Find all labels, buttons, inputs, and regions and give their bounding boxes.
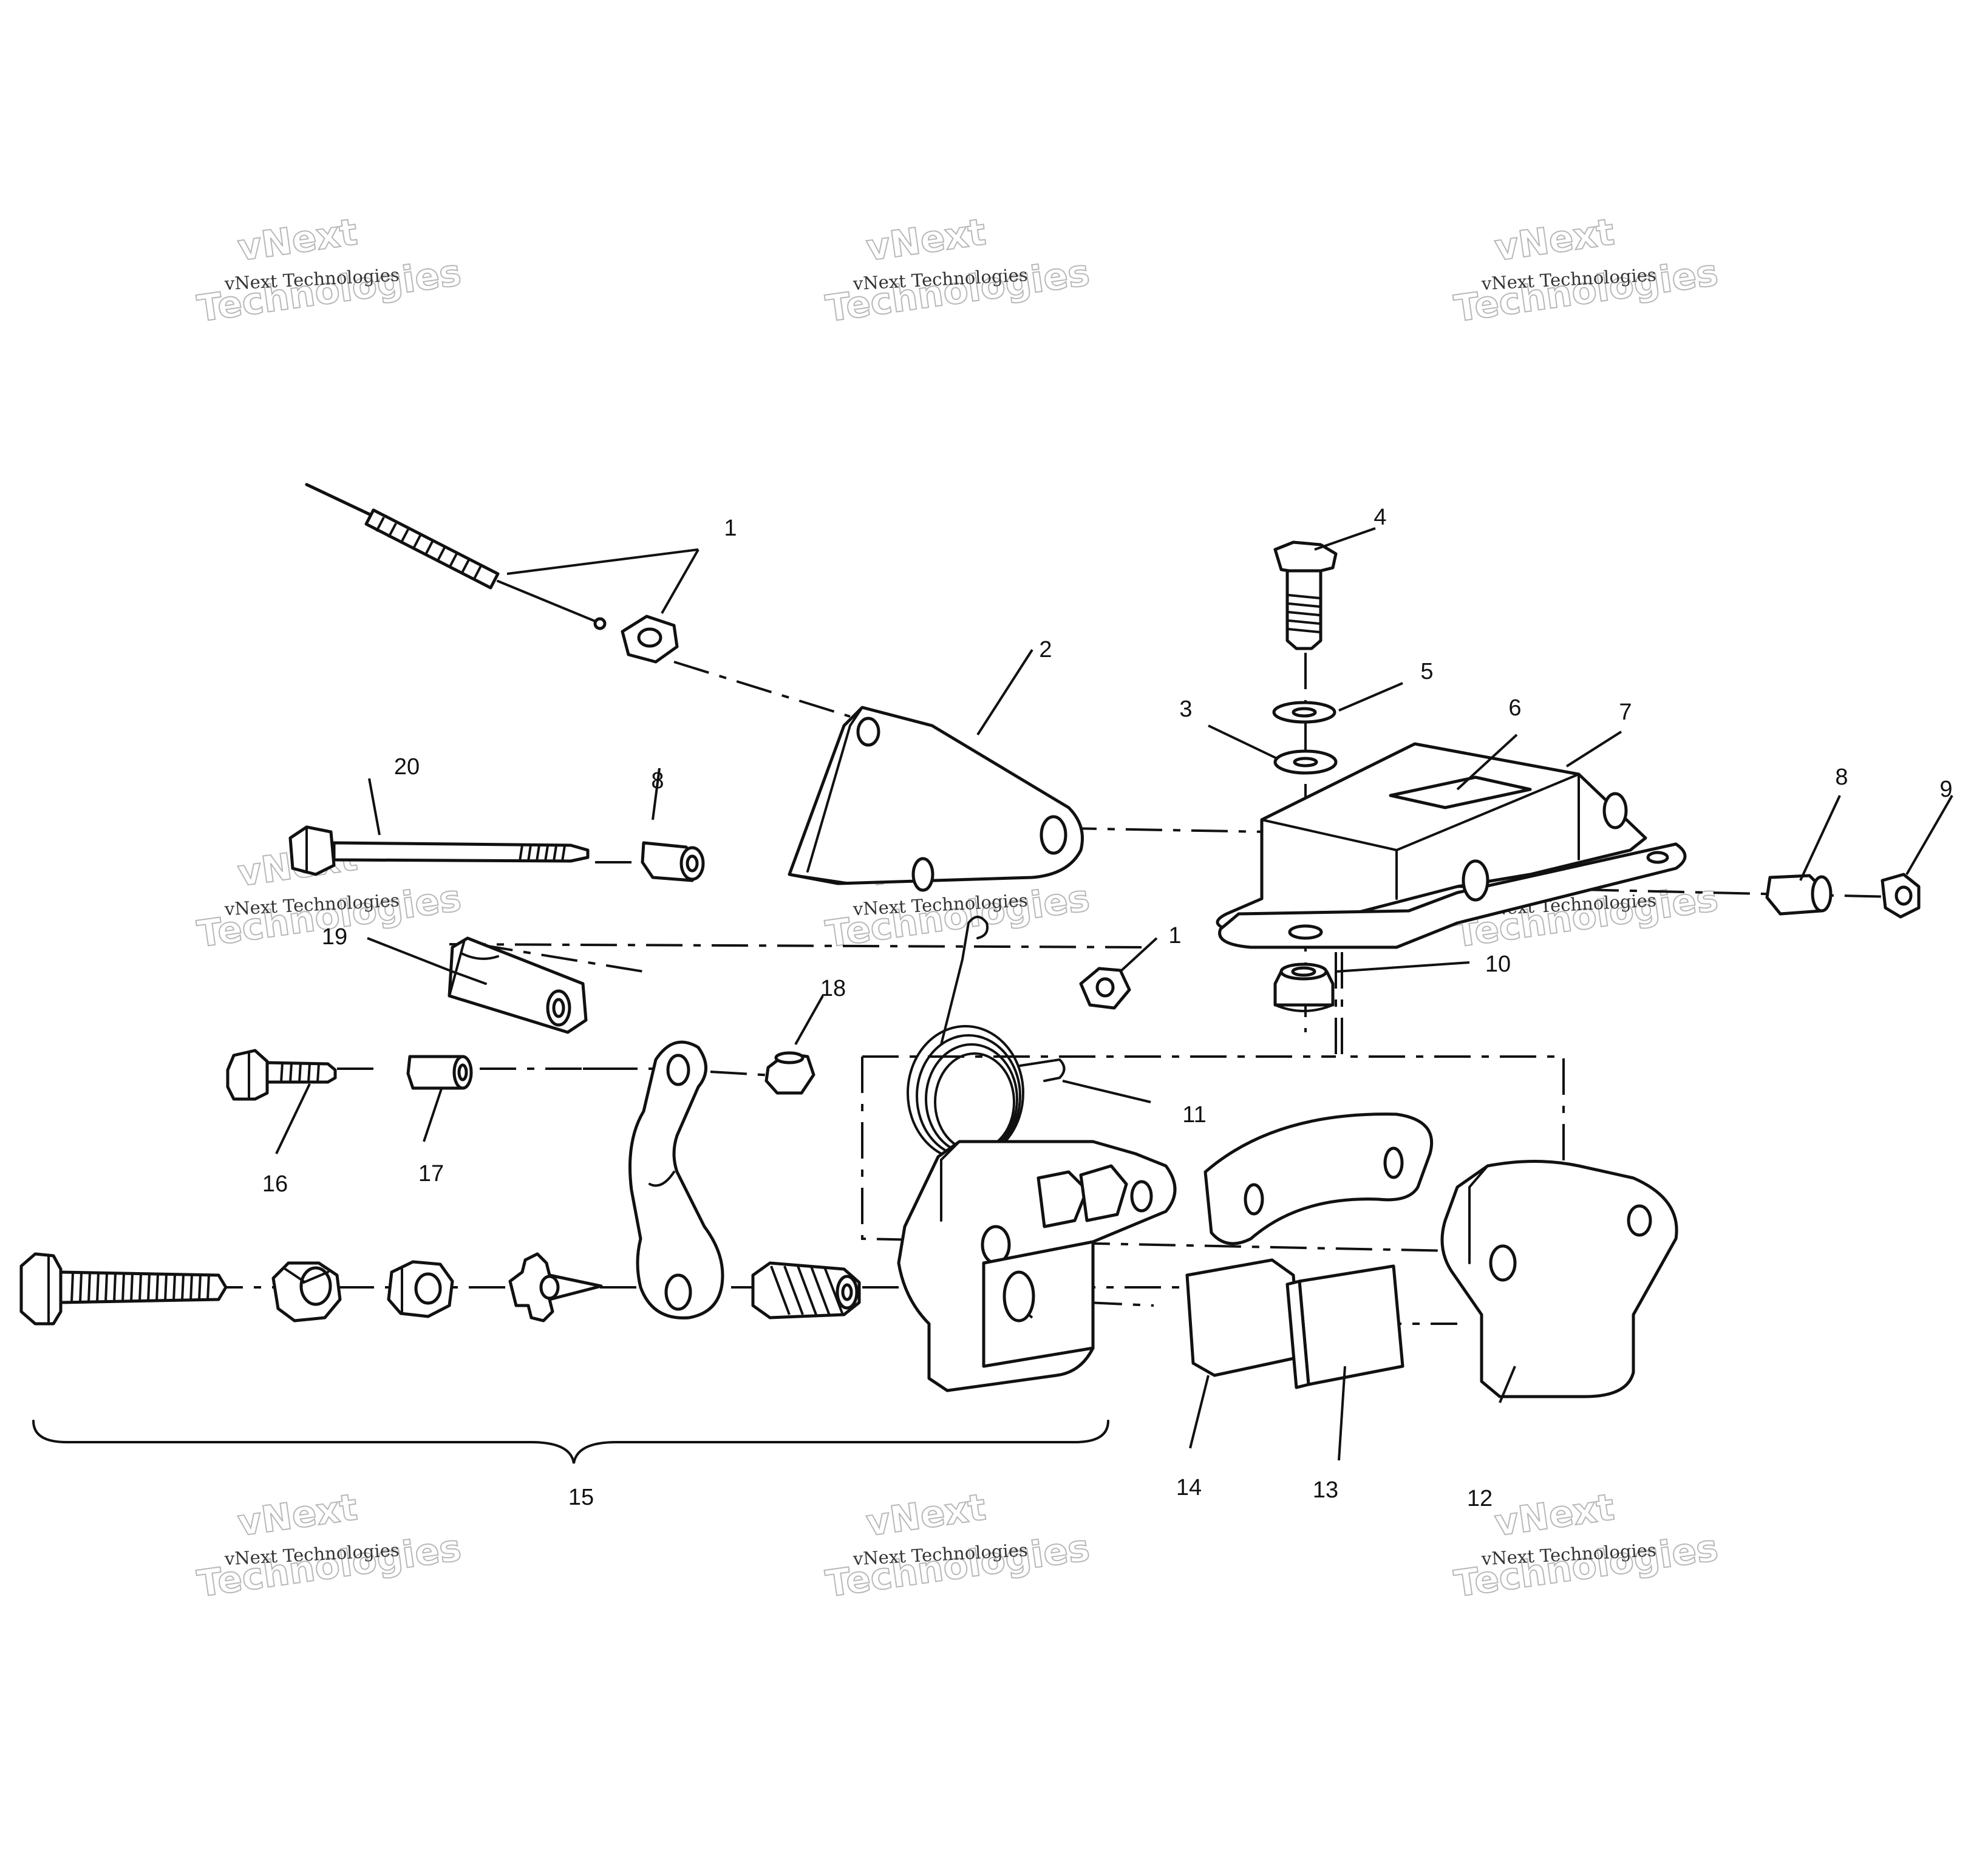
- part-19-cable-clamp: [448, 936, 588, 1034]
- part-4-bolt: [1273, 540, 1338, 650]
- part-7-housing: [1216, 742, 1687, 949]
- part-8-spacer-right: [1765, 874, 1833, 916]
- svg-text:vNext: vNext: [235, 211, 359, 270]
- callout-labels: 1 1 2 3 4 5 6 7 8 8 9 10 11 12 13 14 15 …: [262, 505, 1953, 1511]
- part-18-nut: [764, 1051, 815, 1095]
- part-15-tab-washer: [508, 1252, 603, 1323]
- part-14-brake-pad: [1185, 1258, 1301, 1377]
- callout-10: 10: [1485, 952, 1511, 977]
- part-15-hex-nut: [387, 1260, 454, 1318]
- watermark: vNext Technologies vNext Technologies: [194, 1485, 465, 1606]
- leader-lines: [275, 527, 1953, 1461]
- callout-8: 8: [1835, 764, 1848, 790]
- callout-17: 17: [418, 1161, 444, 1187]
- callout-12: 12: [1467, 1486, 1493, 1511]
- actuator-lever: [628, 1040, 724, 1319]
- watermark: vNext Technologies vNext Technologies: [194, 210, 465, 331]
- callout-13: 13: [1313, 1477, 1338, 1503]
- callout-3: 3: [1179, 696, 1192, 722]
- part-15-assembly-bolt: [19, 1252, 228, 1326]
- callout-19: 19: [322, 924, 347, 950]
- part-15-pinion-gear: [751, 1261, 861, 1319]
- callout-16: 16: [262, 1171, 288, 1197]
- caliper-body: [897, 1140, 1177, 1392]
- svg-text:vNext: vNext: [863, 1486, 988, 1545]
- part-5-washer: [1272, 701, 1336, 724]
- watermark: vNext Technologies vNext Technologies: [823, 1485, 1093, 1606]
- watermark: vNext Technologies vNext Technologies: [1451, 210, 1721, 331]
- part-17-bushing: [406, 1055, 473, 1090]
- callout-8: 8: [651, 768, 664, 794]
- part-2-bracket: [788, 706, 1084, 892]
- callout-2: 2: [1039, 637, 1052, 662]
- part-3-lock-washer: [1273, 749, 1338, 775]
- callout-9: 9: [1939, 777, 1952, 802]
- callout-5: 5: [1420, 659, 1433, 684]
- callout-18: 18: [820, 976, 846, 1001]
- callout-11: 11: [1182, 1102, 1206, 1128]
- part-13-pad-backing: [1285, 1264, 1404, 1389]
- svg-text:vNext: vNext: [1492, 1486, 1616, 1545]
- part-9-nut: [1881, 873, 1921, 919]
- callout-7: 7: [1619, 700, 1632, 725]
- watermark: vNext Technologies vNext Technologies: [823, 210, 1093, 331]
- callout-20: 20: [394, 754, 420, 780]
- part-6-decal: [1389, 775, 1532, 809]
- callout-1: 1: [724, 516, 737, 541]
- part-15-flanged-nut: [271, 1261, 342, 1323]
- svg-text:vNext: vNext: [235, 1486, 359, 1545]
- part-10-bushing: [1273, 962, 1335, 1012]
- part-1-nut-lower: [1079, 967, 1131, 1010]
- callout-15: 15: [568, 1485, 594, 1510]
- part-8-spacer-left: [641, 841, 705, 882]
- part-12-caliper-plate: [1440, 1160, 1678, 1398]
- cable-thread: [364, 508, 500, 590]
- assembly-brace: [32, 1420, 1109, 1464]
- svg-text:vNext: vNext: [1492, 211, 1616, 270]
- part-1-throttle-cable: [305, 483, 679, 664]
- part-20-long-bolt: [288, 825, 590, 876]
- part-11-torsion-spring: [907, 916, 1066, 1161]
- callout-6: 6: [1508, 695, 1521, 721]
- svg-text:vNext: vNext: [863, 211, 988, 270]
- brake-pad-shield: [1203, 1112, 1434, 1245]
- part-16-short-bolt: [226, 1049, 337, 1101]
- adjuster-nut: [621, 615, 679, 664]
- callout-1: 1: [1168, 923, 1181, 948]
- callout-14: 14: [1176, 1475, 1202, 1500]
- callout-4: 4: [1374, 505, 1386, 530]
